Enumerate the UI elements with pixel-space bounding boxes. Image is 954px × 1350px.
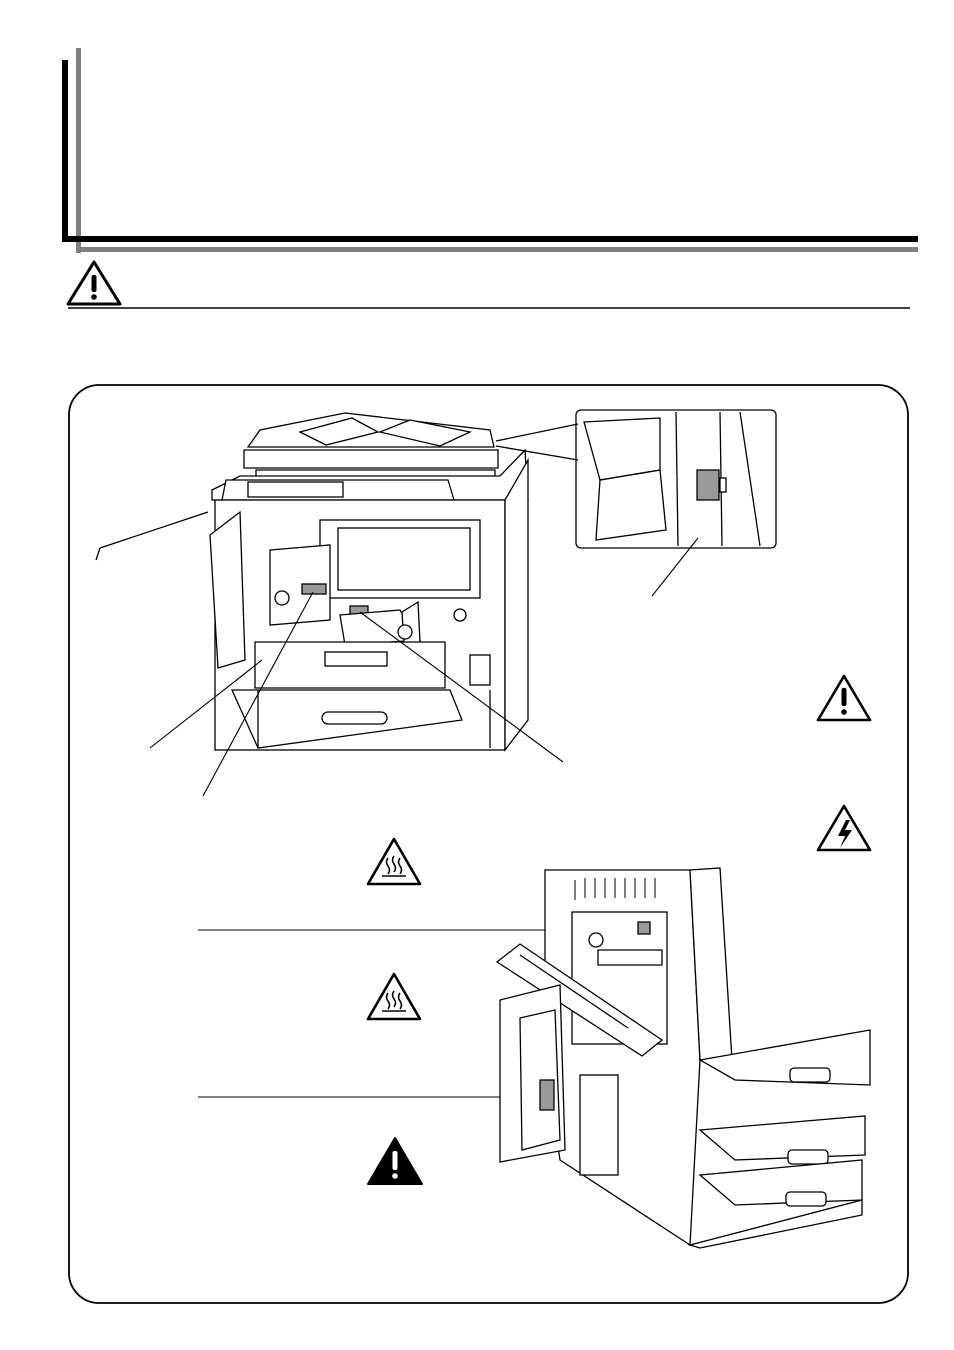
- solid-warning-icon: [367, 1137, 423, 1185]
- copier-side-illustration: [495, 867, 871, 1249]
- hot-surface-icon: [366, 972, 422, 1021]
- illustration-frame: [68, 384, 909, 1304]
- zoom-inset: [495, 409, 777, 549]
- callout-lines-top: [149, 537, 699, 797]
- copier-front-illustration: [209, 412, 529, 752]
- electric-shock-icon: [816, 804, 872, 852]
- callout-lines-bottom: [198, 929, 590, 1098]
- warning-header: [66, 260, 910, 309]
- caution-triangle-icon: [816, 674, 872, 722]
- header-warning-icon: [66, 260, 122, 306]
- hot-surface-icon: [366, 837, 422, 886]
- chapter-header-bars: [62, 48, 918, 253]
